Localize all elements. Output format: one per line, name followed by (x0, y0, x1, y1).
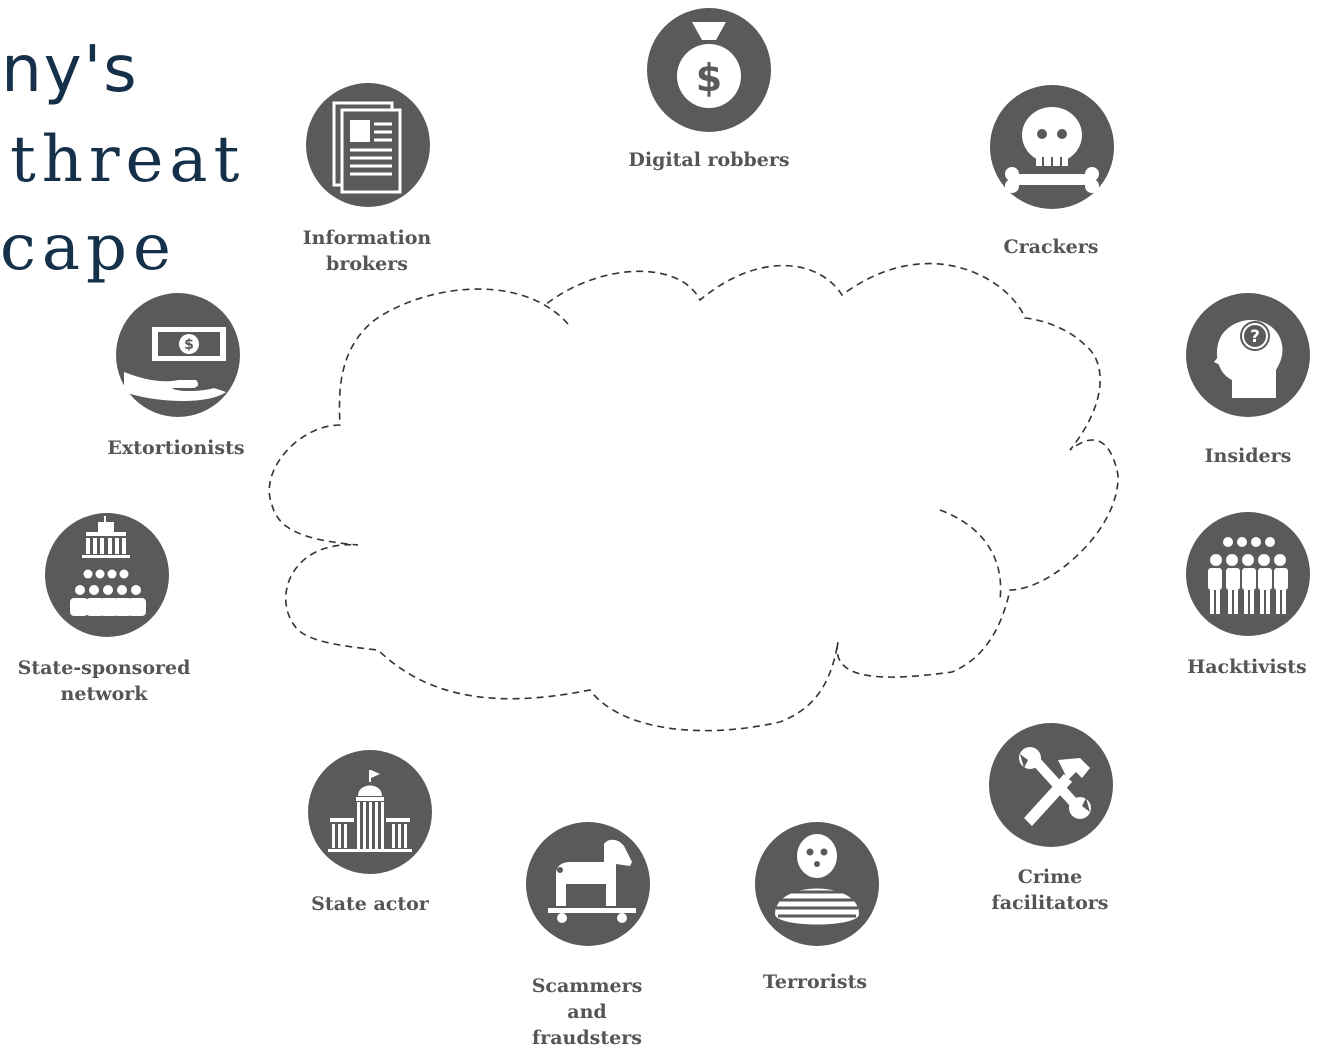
label-information-brokers: Information brokers (303, 225, 431, 277)
label-state-actor: State actor (311, 893, 429, 915)
label-crackers: Crackers (1003, 236, 1099, 258)
title-line-2: threat (10, 123, 246, 197)
label-extortionists: Extortionists (107, 437, 245, 459)
label-crime-facilitators-line1: Crime (1017, 866, 1083, 888)
label-information-brokers-line1: Information (302, 227, 432, 249)
label-hacktivists: Hacktivists (1187, 656, 1307, 678)
label-information-brokers-line2: brokers (326, 253, 408, 275)
label-scammers-and-fraudsters: Scammers and fraudsters (532, 973, 643, 1051)
title-line-1: any's (0, 33, 139, 107)
title-line-3: cape (0, 211, 177, 285)
svg-text:$: $ (184, 337, 194, 353)
label-scammers-line1: Scammers (531, 975, 643, 997)
label-scammers-line3: fraudsters (532, 1027, 642, 1049)
label-state-sponsored-line1: State-sponsored (17, 657, 191, 679)
label-state-sponsored-line2: network (60, 683, 148, 705)
label-scammers-line2: and (567, 1001, 607, 1023)
label-crime-facilitators: Crime facilitators (992, 864, 1109, 916)
label-state-sponsored-network: State-sponsored network (18, 655, 191, 707)
label-insiders: Insiders (1204, 445, 1292, 467)
label-terrorists: Terrorists (762, 971, 868, 993)
svg-text:?: ? (1250, 327, 1260, 347)
label-crime-facilitators-line2: facilitators (991, 892, 1109, 914)
label-digital-robbers: Digital robbers (628, 149, 790, 171)
